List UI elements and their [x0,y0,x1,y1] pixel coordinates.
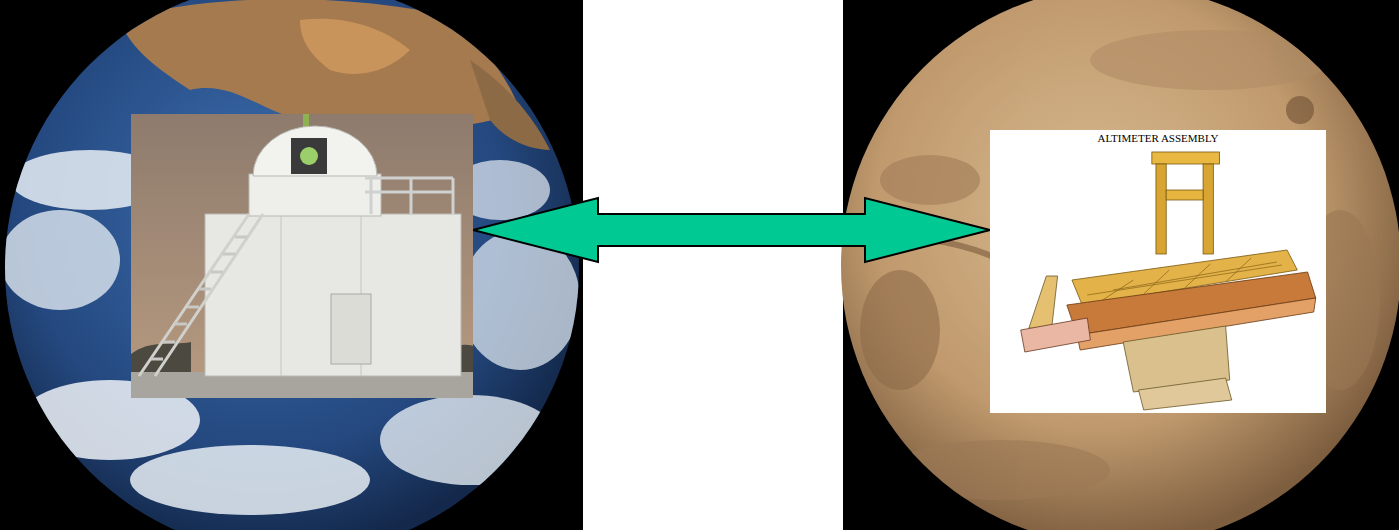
double-arrow [473,198,990,262]
station-photo-art [131,114,473,398]
station-photo [131,114,473,398]
mars-surface [860,30,1380,500]
altimeter-drawing: ALTIMETER ASSEMBLY [990,130,1326,413]
part-label: ALTIMETER ASSEMBLY [990,130,1326,145]
altimeter-drawing-art [990,130,1326,413]
mars-globe [841,0,1399,530]
earth-surface [0,0,580,515]
